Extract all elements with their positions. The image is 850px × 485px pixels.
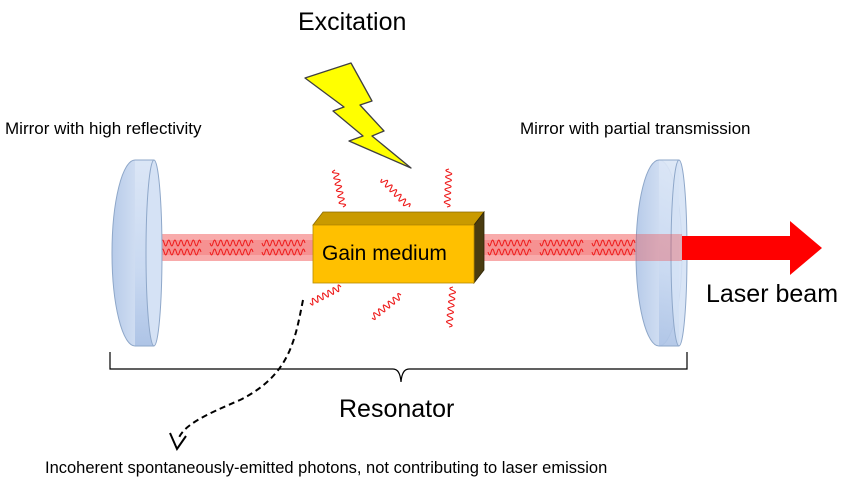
beam-waves xyxy=(157,239,636,256)
dashed-arrow-head xyxy=(169,432,187,452)
laser-beam-label: Laser beam xyxy=(706,280,839,308)
beam-wave-upper xyxy=(157,239,202,247)
photon-wave xyxy=(380,178,411,208)
resonator-label: Resonator xyxy=(339,395,455,423)
lightning-bolt-icon xyxy=(304,62,412,169)
excitation-label: Excitation xyxy=(298,8,407,36)
beam-through-mirror xyxy=(636,234,682,261)
beam-wave-lower xyxy=(209,248,254,256)
incoherent-photons-label: Incoherent spontaneously-emitted photons… xyxy=(45,459,608,477)
beam-wave-lower xyxy=(487,248,532,256)
beam-wave-upper xyxy=(539,239,584,247)
arrow-right-icon xyxy=(682,221,822,275)
left-mirror xyxy=(111,159,163,347)
right-mirror xyxy=(635,159,688,347)
photon-wave xyxy=(443,168,453,208)
beam-wave-upper xyxy=(209,239,254,247)
mirror-high-reflectivity-label: Mirror with high reflectivity xyxy=(5,119,202,138)
spontaneous-photons xyxy=(309,168,456,328)
gain-medium-block xyxy=(312,210,485,285)
beam-wave-upper xyxy=(591,239,636,247)
beam-wave-lower xyxy=(591,248,636,256)
gain-medium-label: Gain medium xyxy=(322,242,447,265)
beam-wave-lower xyxy=(261,248,306,256)
photon-wave xyxy=(331,169,347,208)
photon-wave xyxy=(371,292,402,321)
beam-wave-lower xyxy=(157,248,202,256)
photon-wave xyxy=(309,284,342,306)
beam-wave-lower xyxy=(539,248,584,256)
mirror-partial-transmission-label: Mirror with partial transmission xyxy=(520,119,751,138)
dashed-curved-arrow-icon xyxy=(177,299,304,441)
resonator-bracket xyxy=(109,352,688,383)
beam-wave-upper xyxy=(487,239,532,247)
beam-wave-upper xyxy=(261,239,306,247)
photon-wave xyxy=(446,286,456,328)
